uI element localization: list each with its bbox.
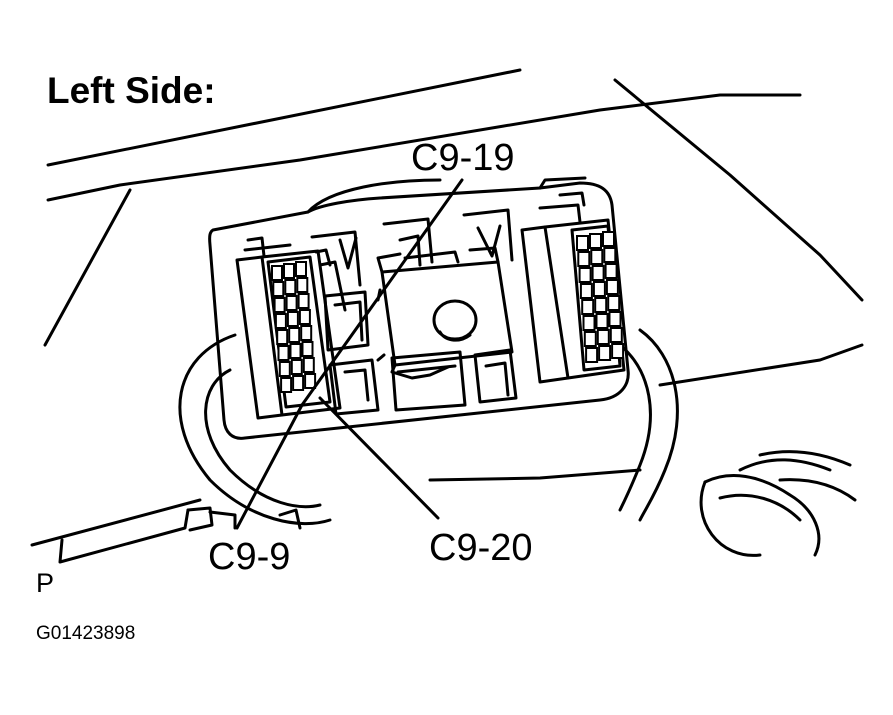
pin-cell: [578, 267, 592, 283]
pin-cell: [598, 345, 612, 361]
pin-cell: [283, 263, 295, 279]
pin-cell: [609, 327, 623, 343]
pin-cell: [579, 283, 593, 299]
pin-cell: [582, 315, 596, 331]
pin-cell: [302, 357, 315, 373]
pin-cell: [290, 359, 303, 375]
pin-cell: [607, 295, 621, 311]
lower-bracket: [58, 506, 302, 564]
pin-cell: [590, 249, 604, 265]
pin-cell: [589, 233, 602, 249]
right-connector-pin-grid: [576, 231, 625, 363]
pin-cell: [596, 329, 610, 345]
pin-cell: [297, 293, 310, 309]
pin-cell: [278, 361, 291, 377]
pin-cell: [284, 279, 297, 295]
pin-cell: [594, 297, 608, 313]
pin-cell: [581, 299, 595, 315]
pin-cell: [288, 327, 301, 343]
pin-cell: [576, 235, 589, 251]
c9-20-leader-line: [318, 396, 440, 520]
pin-cell: [611, 343, 625, 359]
pin-cell: [602, 231, 615, 247]
c9-20-callout: C9-20: [429, 527, 533, 569]
pin-cell: [301, 341, 314, 357]
pin-cell: [595, 313, 609, 329]
pin-cell: [605, 279, 619, 295]
c9-19-leader-line: [300, 178, 464, 407]
pin-cell: [604, 263, 618, 279]
left-connector-pin-grid: [271, 261, 317, 393]
dashboard-edges: [30, 68, 864, 547]
pin-cell: [592, 281, 606, 297]
pin-cell: [274, 313, 287, 329]
pin-cell: [277, 345, 290, 361]
relay-boss-shade: [438, 330, 472, 342]
pin-cell: [298, 309, 311, 325]
center-slots: [310, 208, 518, 416]
pin-cell: [583, 331, 597, 347]
pin-cell: [608, 311, 622, 327]
pin-cell: [273, 297, 286, 313]
view-marker: P: [36, 568, 55, 598]
pin-cell: [280, 377, 293, 393]
view-title: Left Side:: [47, 70, 216, 111]
pin-cell: [603, 247, 617, 263]
pin-cell: [286, 311, 299, 327]
pin-cell: [292, 375, 305, 391]
pin-cell: [272, 281, 285, 297]
pin-cell: [285, 295, 298, 311]
figure-id: G01423898: [36, 623, 136, 644]
pin-cell: [300, 325, 313, 341]
pin-cell: [276, 329, 289, 345]
pin-cell: [304, 373, 317, 389]
c9-9-callout: C9-9: [208, 536, 291, 578]
wire-bundle-right: [699, 450, 857, 557]
wire-harness: [178, 328, 679, 526]
c9-19-callout: C9-19: [411, 137, 515, 179]
pin-cell: [295, 261, 307, 277]
pin-cell: [296, 277, 309, 293]
pin-cell: [577, 251, 591, 267]
pin-cell: [591, 265, 605, 281]
pin-cell: [585, 347, 599, 363]
junction-block-body: [208, 176, 630, 440]
pin-cell: [271, 265, 283, 281]
pin-cell: [289, 343, 302, 359]
center-relay: [376, 246, 514, 380]
c9-9-leader-line: [235, 403, 304, 530]
